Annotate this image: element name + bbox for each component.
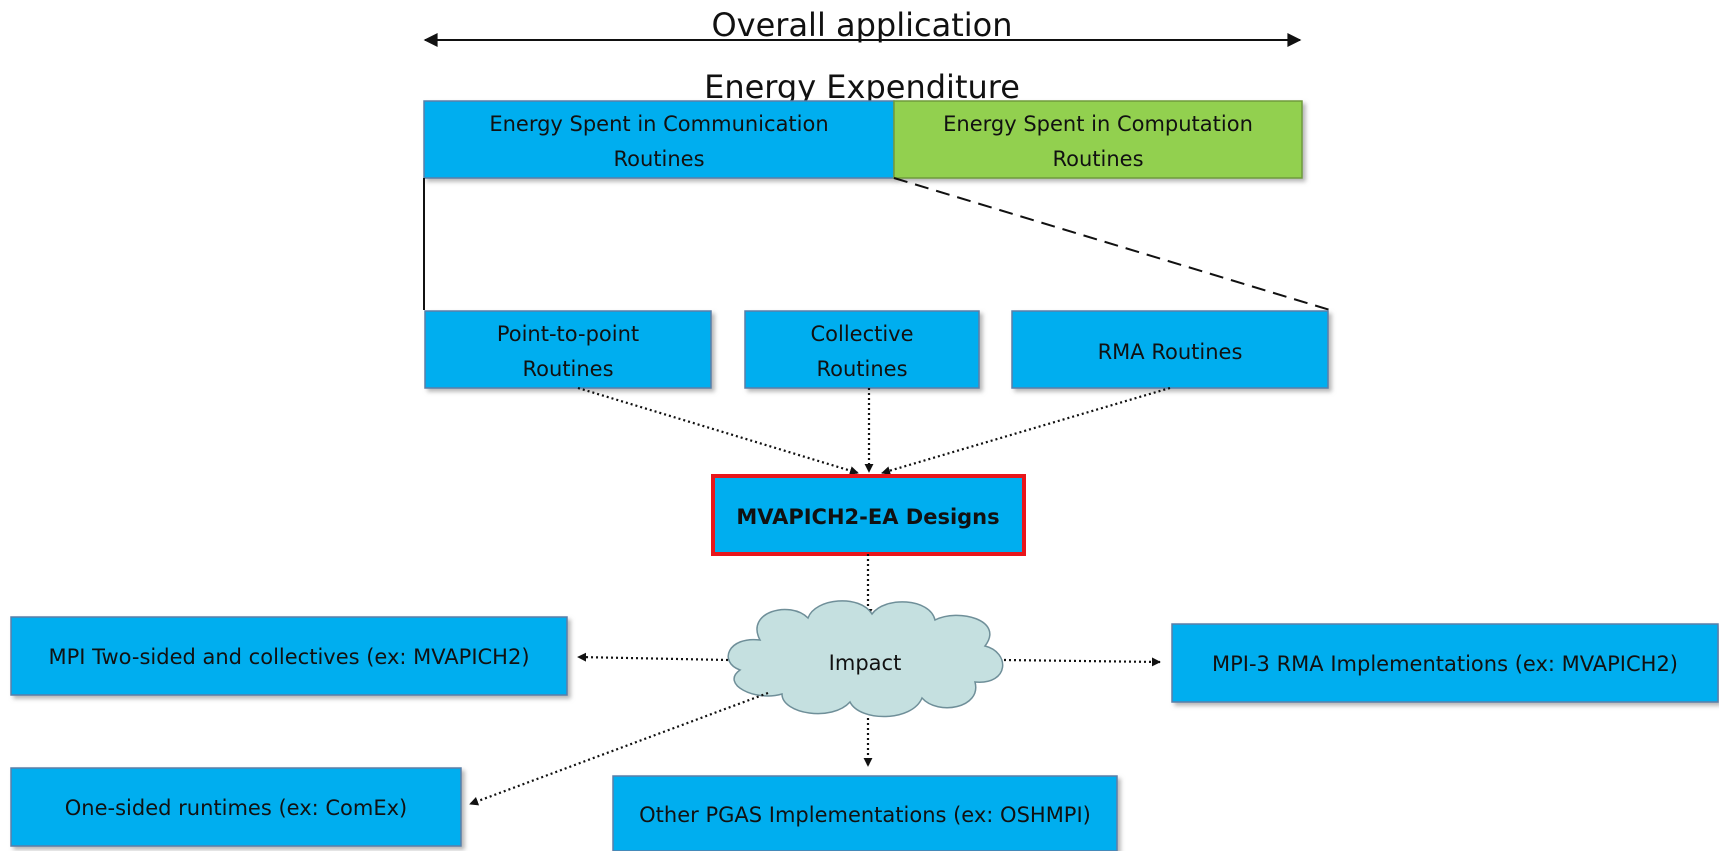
communication-energy-label-line1: Energy Spent in Communication	[489, 112, 828, 136]
communication-energy-label-line2: Routines	[613, 147, 704, 171]
header-title-line2: Energy Expenditure	[704, 68, 1020, 106]
comm-dashed-connector	[893, 177, 1331, 311]
p2p-routines-label-line1: Point-to-point	[497, 322, 639, 346]
impact-to-mpi-two-sided-arrow	[577, 652, 729, 662]
impact-cloud	[727, 600, 1004, 718]
p2p-to-designs-arrow	[577, 386, 859, 475]
rma-to-designs-arrow	[881, 386, 1171, 476]
impact-to-mpi3-rma-arrow	[1003, 657, 1161, 667]
mpi-two-sided-label: MPI Two-sided and collectives (ex: MVAPI…	[48, 645, 529, 669]
mvapich2-ea-designs-label: MVAPICH2-EA Designs	[736, 505, 999, 529]
p2p-routines-label-line2: Routines	[522, 357, 613, 381]
one-sided-runtimes-box	[10, 767, 462, 847]
computation-energy-box	[893, 100, 1303, 179]
other-pgas-label: Other PGAS Implementations (ex: OSHMPI)	[639, 803, 1091, 827]
mpi3-rma-label: MPI-3 RMA Implementations (ex: MVAPICH2)	[1212, 652, 1678, 676]
collective-routines-label-line1: Collective	[810, 322, 913, 346]
other-pgas-box	[612, 775, 1118, 851]
mpi3-rma-box	[1171, 623, 1719, 703]
collective-routines-label-line2: Routines	[816, 357, 907, 381]
mpi-two-sided-box	[10, 616, 568, 696]
mvapich2-ea-designs-box	[711, 474, 1026, 556]
header-title-line1: Overall application	[711, 6, 1012, 44]
rma-routines-box	[1011, 310, 1329, 389]
computation-energy-label-line2: Routines	[1052, 147, 1143, 171]
rma-routines-label: RMA Routines	[1098, 340, 1243, 364]
impact-label: Impact	[829, 651, 902, 675]
p2p-routines-box	[424, 310, 712, 389]
computation-energy-label-line1: Energy Spent in Computation	[943, 112, 1253, 136]
communication-energy-box	[423, 100, 895, 179]
impact-to-one-sided-arrow	[469, 691, 769, 806]
one-sided-runtimes-label: One-sided runtimes (ex: ComEx)	[65, 796, 407, 820]
collective-routines-box	[744, 310, 980, 389]
